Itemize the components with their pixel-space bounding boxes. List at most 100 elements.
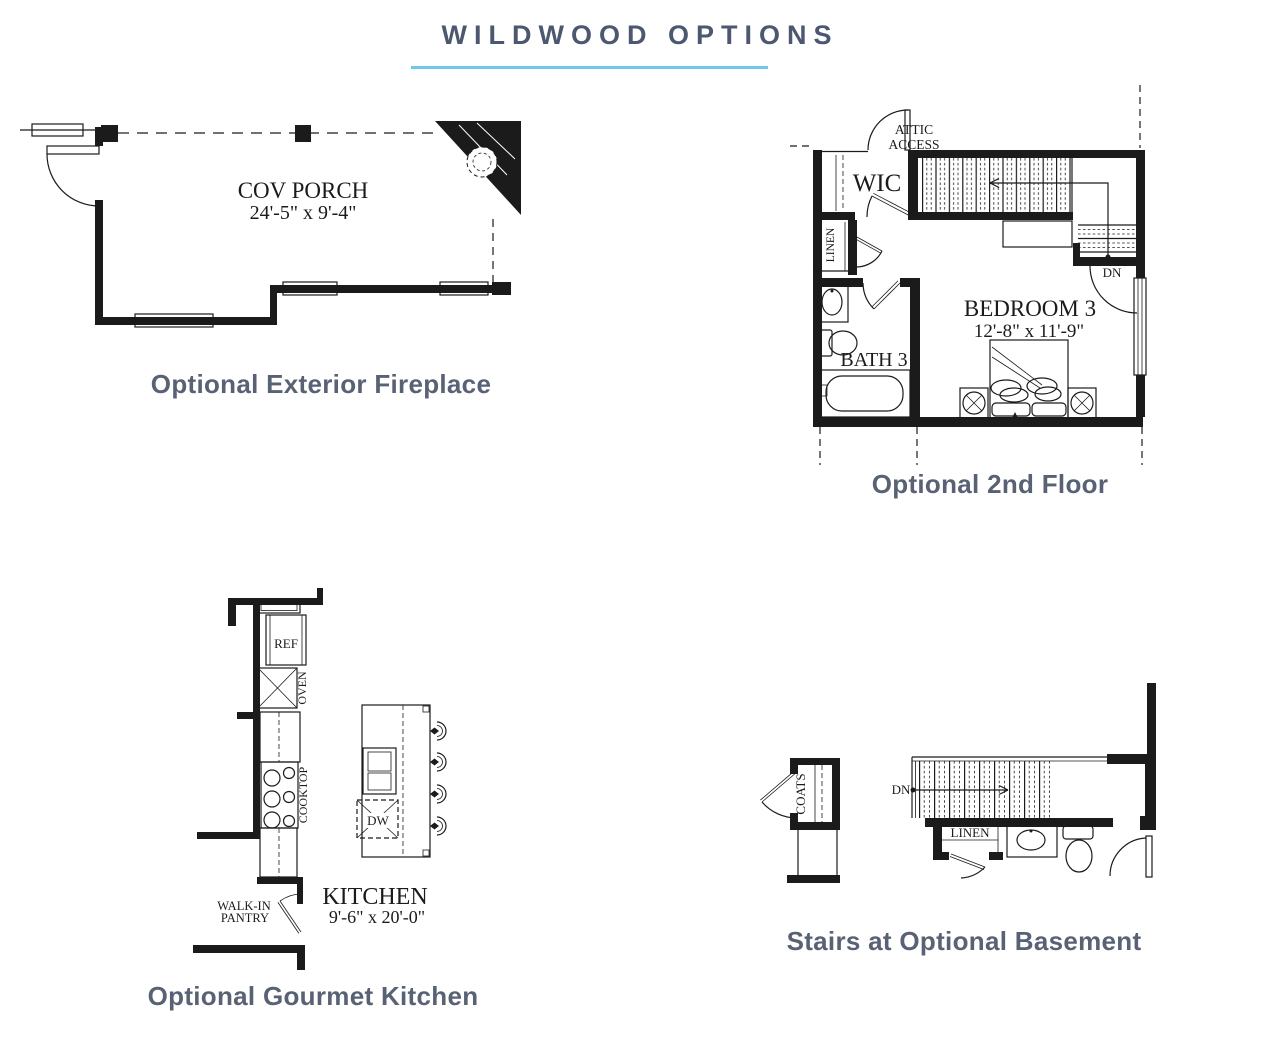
door-leaf bbox=[46, 145, 100, 155]
caption-exterior-fireplace: Optional Exterior Fireplace bbox=[150, 369, 492, 399]
pillow bbox=[999, 387, 1029, 403]
pillow bbox=[990, 379, 1022, 397]
refrigerator bbox=[265, 614, 307, 666]
island-stools bbox=[430, 721, 447, 836]
title-underline bbox=[411, 66, 768, 69]
caption-gourmet-kitchen: Optional Gourmet Kitchen bbox=[147, 981, 479, 1011]
kitchen-label: KITCHEN bbox=[322, 884, 427, 910]
wic-closet bbox=[835, 155, 914, 218]
bath3-label: BATH 3 bbox=[840, 349, 907, 371]
dishwasher bbox=[356, 799, 399, 839]
linen-label: LINEN bbox=[951, 825, 991, 840]
bed-furniture bbox=[959, 339, 1097, 419]
island bbox=[356, 704, 431, 858]
stool bbox=[430, 822, 439, 830]
pillow bbox=[1026, 377, 1058, 395]
room-dims: 24'-5" x 9'-4" bbox=[250, 202, 357, 224]
pantry-label: WALK-IN bbox=[217, 899, 270, 913]
reference-lines bbox=[790, 85, 1143, 465]
upper-cabinet bbox=[257, 601, 301, 614]
bedroom-door-arc bbox=[1089, 265, 1138, 314]
attic-access-label: ACCESS bbox=[888, 137, 939, 152]
door-swing-arc bbox=[867, 109, 909, 151]
stool bbox=[430, 758, 439, 766]
bath3 bbox=[817, 280, 911, 418]
bedroom3-dims: 12'-8" x 11'-9" bbox=[974, 321, 1084, 342]
pillow bbox=[1034, 386, 1062, 402]
counter bbox=[259, 827, 298, 878]
plan-basement-stairs: COATS DN LINEN bbox=[760, 683, 1156, 883]
door-swing-arc bbox=[856, 250, 883, 268]
coats-label: COATS bbox=[793, 773, 808, 814]
porch-post bbox=[295, 125, 311, 142]
toilet-bowl bbox=[1065, 839, 1093, 873]
page-title: WILDWOOD OPTIONS bbox=[441, 20, 839, 50]
stool bbox=[430, 790, 439, 798]
porch-walls bbox=[20, 123, 511, 328]
kitchen-dims: 9'-6" x 20'-0" bbox=[329, 907, 425, 927]
attic-access-label: ATTIC bbox=[895, 122, 933, 137]
island-sink bbox=[362, 747, 397, 795]
coats-closet bbox=[760, 758, 840, 883]
dw-label: DW bbox=[367, 813, 389, 828]
stair-direction-arrow bbox=[910, 784, 1009, 796]
toilet-tank bbox=[1062, 825, 1094, 840]
burner bbox=[263, 790, 281, 808]
appliance-run bbox=[257, 601, 307, 878]
door-swing-arc bbox=[866, 195, 873, 218]
plan-exterior-fireplace: COV PORCH 24'-5" x 9'-4" bbox=[20, 121, 521, 328]
oven-label: OVEN bbox=[295, 671, 309, 705]
burner bbox=[282, 814, 296, 828]
dn-label: DN bbox=[892, 782, 911, 797]
linen-label: LINEN bbox=[825, 227, 837, 262]
nightstand bbox=[1067, 387, 1097, 419]
ref-label: REF bbox=[274, 636, 298, 651]
second-floor-walls bbox=[813, 150, 1147, 427]
caption-second-floor: Optional 2nd Floor bbox=[871, 469, 1109, 499]
stair-landing bbox=[1002, 220, 1073, 248]
bedroom3-label: BEDROOM 3 bbox=[964, 296, 1096, 321]
door-swing-arc bbox=[279, 893, 302, 902]
porch-entry-door bbox=[46, 145, 100, 207]
toilet-tank bbox=[819, 329, 833, 357]
door-swing-arc bbox=[960, 866, 986, 879]
porch-post bbox=[101, 125, 118, 142]
stairs-up bbox=[922, 158, 1136, 253]
door-leaf bbox=[1145, 835, 1153, 878]
plan-second-floor: ATTIC ACCESS DN WIC LINEN bbox=[790, 85, 1147, 465]
basement-door bbox=[1109, 835, 1153, 878]
toilet-bowl bbox=[828, 330, 858, 356]
plan-gourmet-kitchen: REF OVEN COOKTOP DW WALK-IN PANTRY KITCH… bbox=[193, 588, 447, 970]
burner bbox=[282, 790, 296, 804]
vanity bbox=[817, 284, 849, 323]
door-swing-arc bbox=[46, 153, 100, 207]
linen-closet bbox=[844, 222, 883, 271]
counter bbox=[259, 711, 301, 763]
door-swing-arc bbox=[862, 282, 875, 310]
linen-closet bbox=[933, 822, 1003, 879]
room-label: COV PORCH bbox=[238, 178, 369, 203]
caption-basement-stairs: Stairs at Optional Basement bbox=[786, 926, 1142, 956]
burner bbox=[263, 769, 281, 787]
attic-access-door bbox=[867, 109, 911, 151]
stair-direction-arrow bbox=[989, 177, 1111, 260]
window bbox=[1133, 277, 1147, 376]
wic-label: WIC bbox=[853, 170, 902, 197]
vanity bbox=[1006, 821, 1058, 858]
tub bbox=[817, 369, 911, 418]
stool bbox=[430, 727, 439, 735]
corner-fireplace bbox=[435, 121, 521, 215]
powder-room bbox=[1006, 821, 1094, 873]
burner bbox=[282, 766, 296, 780]
cooktop-label: COOKTOP bbox=[296, 766, 310, 823]
burner bbox=[263, 811, 281, 829]
dn-label: DN bbox=[1103, 265, 1122, 280]
sink bbox=[1016, 829, 1046, 851]
door-swing-arc bbox=[761, 801, 798, 819]
pantry-door bbox=[277, 893, 302, 934]
firebox bbox=[466, 146, 498, 178]
door-swing-arc bbox=[1109, 837, 1147, 877]
sink bbox=[821, 288, 843, 316]
pantry-label: PANTRY bbox=[221, 911, 269, 925]
